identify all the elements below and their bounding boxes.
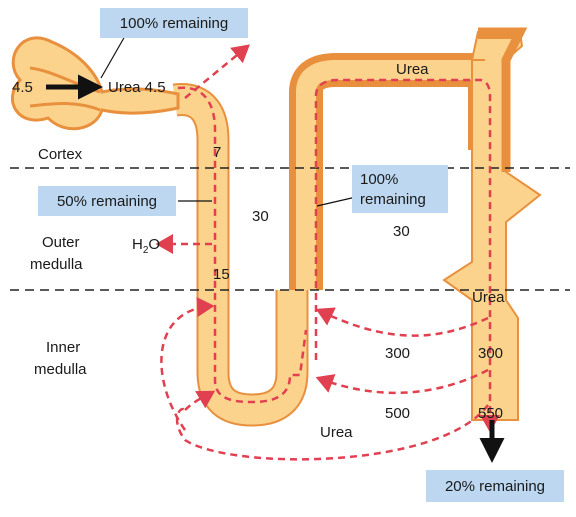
value-interstitium-inner-upper: 300: [385, 345, 410, 362]
urea-label-top: Urea: [396, 61, 429, 78]
urea-recycling-arrow-middle: [315, 368, 489, 394]
urea-recycling-arrow-left: [160, 297, 215, 431]
callout-20-remaining: 20% remaining: [426, 470, 564, 502]
svg-text:remaining: remaining: [360, 191, 426, 208]
value-ascending-outer: 30: [393, 223, 410, 240]
value-tubule-urea: Urea 4.5: [108, 79, 166, 96]
callout-100-remaining-top: 100% remaining: [100, 8, 248, 38]
proximal-tubule-and-loop: [172, 83, 309, 427]
value-interstitium-inner-lower: 500: [385, 405, 410, 422]
svg-text:100%: 100%: [360, 171, 398, 188]
value-descending-top: 7: [213, 144, 221, 161]
tubular-flow-arrow: [177, 86, 308, 404]
urea-label-bottom: Urea: [320, 424, 353, 441]
svg-text:50% remaining: 50% remaining: [57, 193, 157, 210]
value-collecting-lower: 550: [478, 405, 503, 422]
urea-reabsorption-arrow: [184, 44, 250, 99]
svg-text:20% remaining: 20% remaining: [445, 478, 545, 495]
value-collecting-upper: 300: [478, 345, 503, 362]
leader-proximal: [100, 35, 126, 79]
callout-100-remaining-distal: 100% remaining: [352, 165, 448, 213]
region-inner-medulla-label: Inner: [46, 339, 80, 356]
region-inner-medulla-label-2: medulla: [34, 361, 87, 378]
urea-label-collecting: Urea: [472, 289, 505, 306]
value-filtered: 4.5: [12, 79, 33, 96]
callout-50-remaining: 50% remaining: [38, 186, 176, 216]
region-outer-medulla-label: Outer: [42, 234, 80, 251]
urea-recycling-arrow-upper: [315, 307, 489, 337]
value-interstitium-outer: 30: [252, 208, 269, 225]
region-outer-medulla-label-2: medulla: [30, 256, 83, 273]
leader-distal: [316, 196, 357, 207]
region-cortex-label: Cortex: [38, 146, 83, 163]
svg-text:100% remaining: 100% remaining: [120, 15, 228, 32]
water-label: H2O: [132, 236, 160, 256]
value-descending-mid: 15: [213, 266, 230, 283]
urea-recycling-arrow-lower: [175, 404, 490, 461]
